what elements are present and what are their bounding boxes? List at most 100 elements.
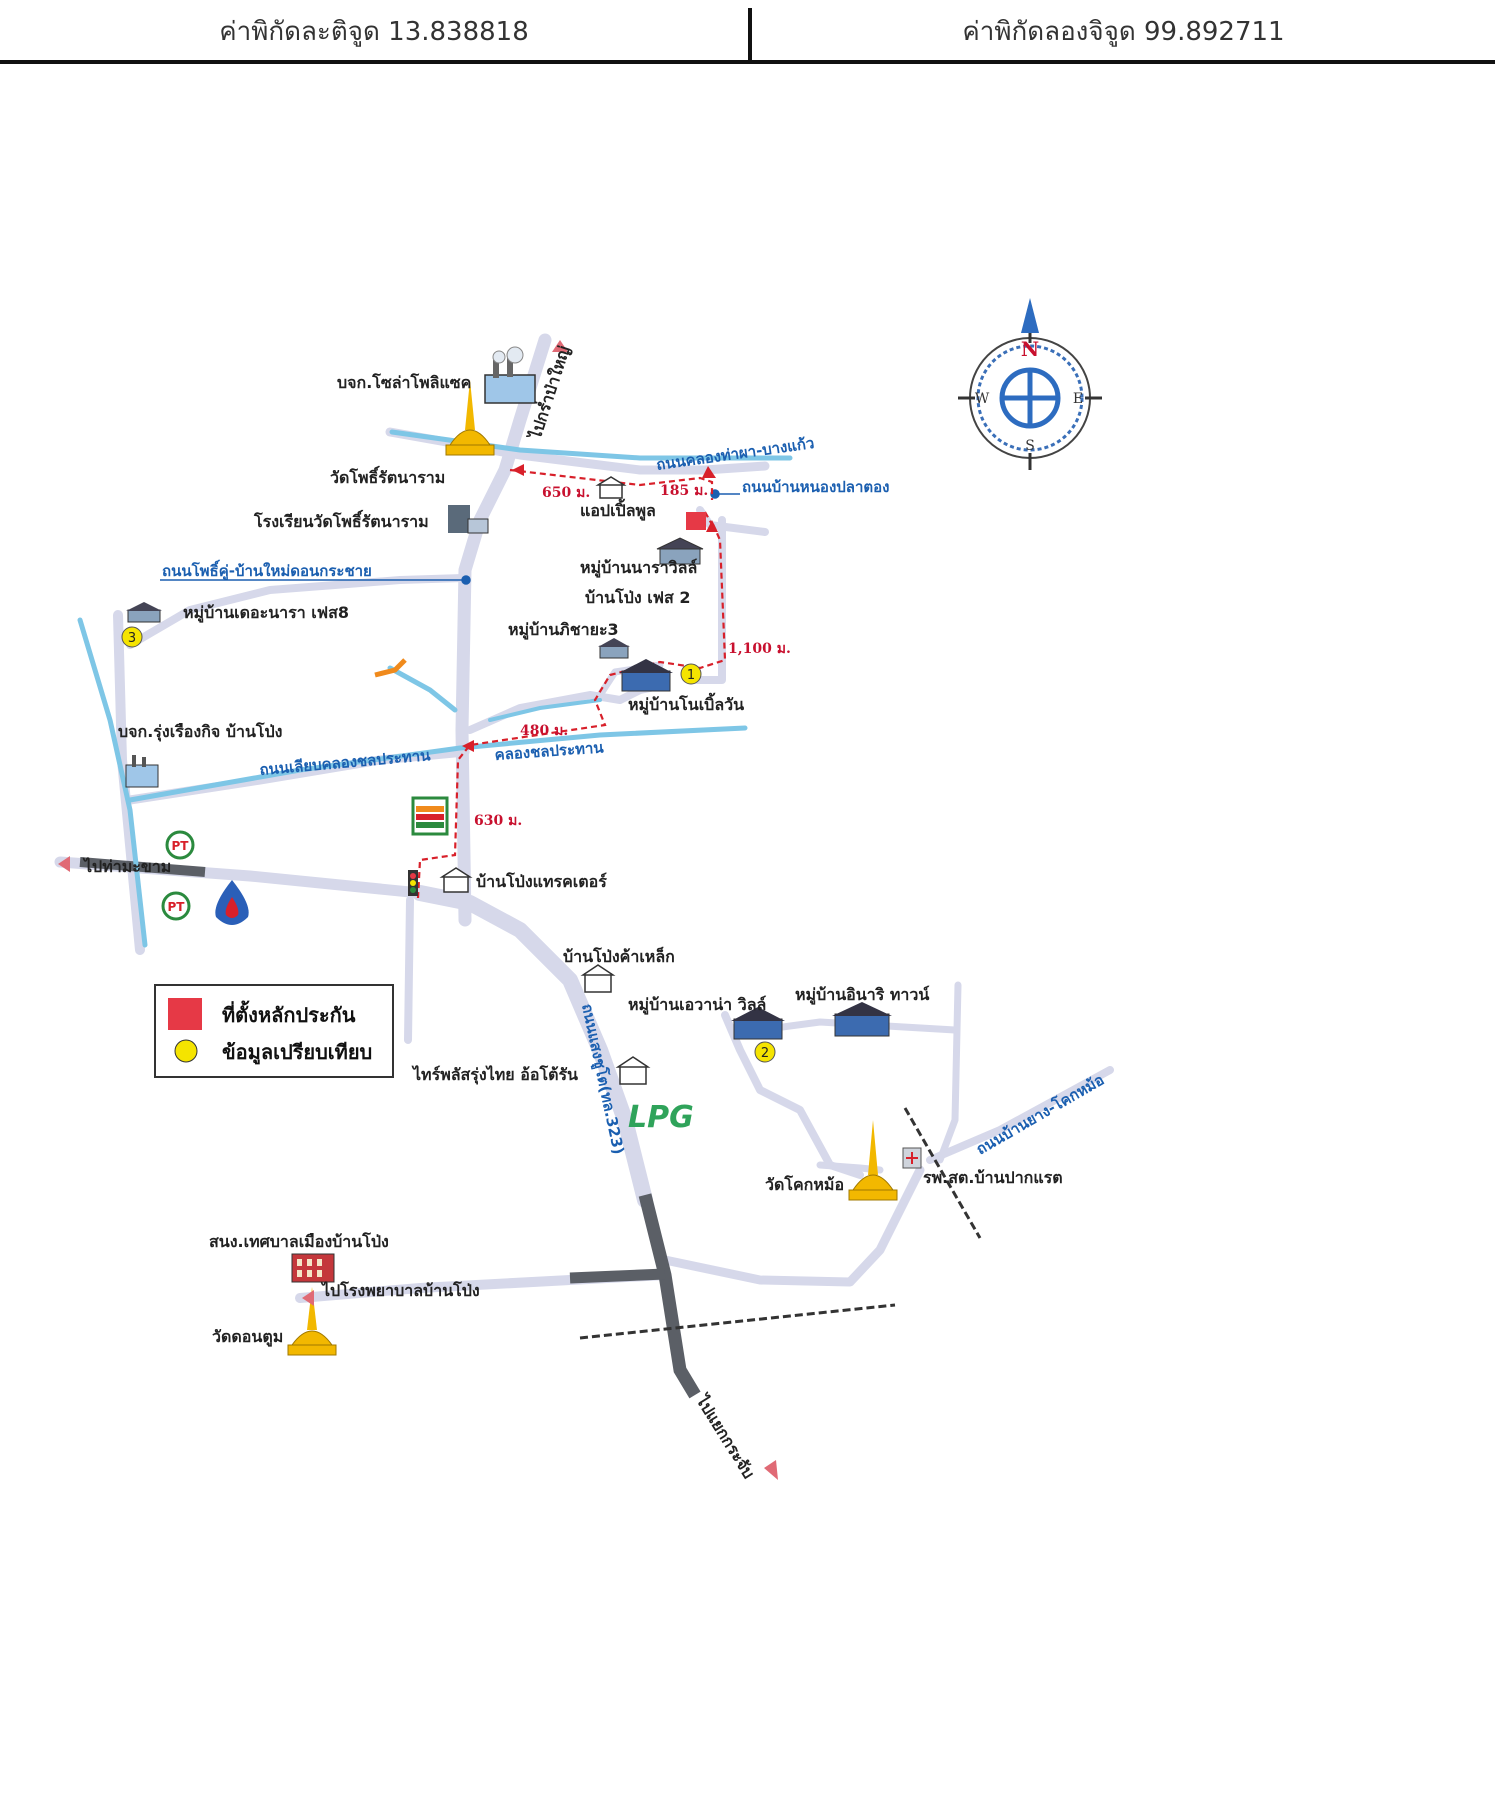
distance-1100: 1,100 ม. <box>728 641 791 657</box>
label-narawill: หมู่บ้านนาราวิลล์ <box>580 558 697 579</box>
temple-khok-mo-icon <box>848 1120 898 1201</box>
comparison-marker-1: 1 <box>680 663 702 685</box>
label-lpg: LPG <box>628 1100 694 1135</box>
compass-w: W <box>975 391 990 407</box>
compass-e: E <box>1073 391 1083 407</box>
collateral-marker <box>686 512 706 530</box>
highway-hospital-link <box>569 1268 666 1284</box>
comparison-marker-3: 3 <box>121 626 143 648</box>
school-icon <box>448 505 489 534</box>
legend-comparison-swatch <box>174 1039 198 1063</box>
road-south-east <box>660 1165 925 1287</box>
label-inari: หมู่บ้านอินาริ ทาวน์ <box>795 985 930 1006</box>
road-network <box>54 333 1114 1303</box>
canal-upper-branch <box>488 698 602 722</box>
header-divider <box>748 8 752 62</box>
distance-480: 480 ม. <box>520 723 568 739</box>
label-to-yaek-krajab: ไปแยกกระจับ <box>692 1390 759 1481</box>
health-station-icon <box>902 1147 922 1169</box>
house-icon-evana <box>731 1007 785 1040</box>
highway-south <box>638 1193 701 1399</box>
building-icon-tractor <box>439 867 473 893</box>
canal-chon-pratan <box>127 725 748 803</box>
road-label-ban-yang: ถนนบ้านยาง-โคกหม้อ <box>973 1070 1108 1159</box>
temple-don-tum-icon <box>287 1287 337 1356</box>
road-label-pho-khu: ถนนโพธิ์คู่-บ้านใหม่ดอนกระชาย <box>162 559 372 581</box>
header-rule <box>0 60 1495 64</box>
distance-650: 650 ม. <box>542 485 590 501</box>
compass-n: N <box>1021 337 1039 361</box>
svg-text:1: 1 <box>687 668 695 683</box>
house-icon-inari <box>832 1002 892 1037</box>
gas-station-pt-icon: PT PT <box>161 830 195 921</box>
road-ban-yang <box>926 1066 1114 1164</box>
svg-text:2: 2 <box>761 1046 769 1061</box>
svg-text:3: 3 <box>128 631 136 646</box>
label-solar-poly: บจก.โซล่าโพลิแซค <box>337 372 471 392</box>
coordinates-header: ค่าพิกัดละติจูด 13.838818 ค่าพิกัดลองจิจ… <box>0 0 1495 66</box>
legend-comparison-label: ข้อมูลเปรียบเทียบ <box>222 1040 372 1066</box>
map-legend: ที่ตั้งหลักประกัน ข้อมูลเปรียบเทียบ <box>154 984 394 1078</box>
orange-canal-marker <box>374 658 407 678</box>
highway-west <box>79 857 206 877</box>
factory-icon <box>484 346 536 404</box>
highway-segments <box>79 857 701 1399</box>
canal-branch <box>387 665 458 713</box>
house-icon-denara <box>126 602 162 623</box>
svg-text:PT: PT <box>168 900 186 914</box>
svg-text:PT: PT <box>172 839 190 853</box>
direction-arrows <box>58 340 778 1480</box>
distance-630: 630 ม. <box>474 813 522 829</box>
label-health-station: รพ.สต.บ้านปากแรต <box>923 1168 1063 1187</box>
compass-rose: N S E W <box>958 298 1102 470</box>
legend-collateral-label: ที่ตั้งหลักประกัน <box>222 1000 356 1027</box>
label-school: โรงเรียนวัดโพธิ์รัตนาราม <box>253 510 429 531</box>
route-to-collateral <box>416 468 727 899</box>
label-wat-khok-mo: วัดโคกหม้อ <box>765 1174 844 1194</box>
label-de-nara: หมู่บ้านเดอะนารา เฟส8 <box>183 603 349 624</box>
road-east-branch <box>686 516 726 684</box>
compass-s: S <box>1025 438 1035 454</box>
railway-lines <box>579 1107 982 1340</box>
label-evana: หมู่บ้านเอวาน่า วิลล์ <box>628 995 766 1016</box>
label-to-tha-makham: ไปท่ามะขาม <box>82 857 171 876</box>
factory-icon-rungrueang <box>125 755 159 788</box>
label-banpong-steel: บ้านโป่งค้าเหล็ก <box>563 945 675 966</box>
road-label-nong-pla-tong: ถนนบ้านหนองปลาตอง <box>742 478 889 496</box>
label-rungrueangkit: บจก.รุ่งเรืองกิจ บ้านโป่ง <box>118 721 282 742</box>
label-banpong-phase: บ้านโป่ง เฟส 2 <box>585 587 690 607</box>
label-wat-don-tum: วัดดอนตูม <box>212 1327 283 1348</box>
label-banpong-tractor: บ้านโป่งแทรคเตอร์ <box>476 871 607 891</box>
road-label-klong-chon: ถนนเลียบคลองชลประทาน <box>259 746 432 779</box>
building-icon-tire <box>615 1056 651 1085</box>
legend-collateral-swatch <box>168 998 202 1030</box>
label-to-hospital: ไปโรงพยาบาลบ้านโป่ง <box>320 1280 480 1300</box>
building-icon <box>595 476 627 499</box>
road-west-vertical <box>113 610 145 955</box>
label-wat-pho: วัดโพธิ์รัตนาราม <box>330 466 445 487</box>
label-municipal-office: สนง.เทศบาลเมืองบ้านโป่ง <box>209 1231 389 1251</box>
traffic-light-icon <box>408 870 418 896</box>
label-apple-pool: แอปเปิ้ลพูล <box>580 498 656 522</box>
convenience-store-icon <box>411 796 449 836</box>
house-icon-pichaya <box>598 638 630 659</box>
house-icon-noble <box>619 659 673 692</box>
road-soi-south <box>404 896 414 1044</box>
building-icon-steel <box>580 964 616 993</box>
label-tire-plus: ไทร์พลัสรุ่งไทย อ้อโต้รัน <box>411 1064 578 1085</box>
canal-west <box>77 617 148 948</box>
gas-station-ptt-icon <box>215 880 249 925</box>
comparison-marker-2: 2 <box>754 1041 776 1063</box>
house-icon-narawill <box>656 537 704 565</box>
municipal-building-icon <box>291 1253 335 1283</box>
road-inari-vertical <box>936 981 962 1164</box>
label-noble-one: หมู่บ้านโนเบิ้ลวัน <box>628 692 744 716</box>
label-pichaya: หมู่บ้านภิชายะ3 <box>508 620 619 641</box>
route-arrowheads <box>462 464 718 752</box>
longitude-text: ค่าพิกัดลองจิจูด 99.892711 <box>962 16 1285 47</box>
distance-185: 185 ม. <box>660 483 708 499</box>
latitude-text: ค่าพิกัดละติจูด 13.838818 <box>219 16 529 47</box>
temple-pagoda-icon <box>445 380 495 456</box>
road-saeng-chuto <box>412 885 653 1208</box>
